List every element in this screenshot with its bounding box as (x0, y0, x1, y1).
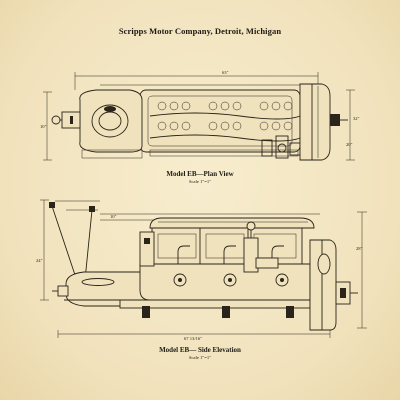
plan-view-title: Model EB—Plan View (166, 170, 234, 178)
side-dim-top: 10″ (110, 214, 117, 219)
plan-dim-left: 10″ (40, 124, 47, 129)
plan-view-scale: Scale 1″=1″ (188, 179, 212, 184)
plan-view-caption: Model EB—Plan View Scale 1″=1″ (0, 170, 400, 184)
plan-dim-overall: 63″ (222, 70, 229, 75)
side-dim-right: 28″ (356, 246, 363, 251)
document-title: Scripps Motor Company, Detroit, Michigan (118, 26, 282, 36)
side-elevation-title: Model EB— Side Elevation (159, 346, 241, 354)
plan-dim-right: 32″ (353, 116, 360, 121)
side-dim-left: 24″ (36, 258, 43, 263)
plan-dim-small: 20″ (346, 142, 353, 147)
side-elevation-scale: Scale 1″=1″ (188, 355, 212, 360)
side-elevation-caption: Model EB— Side Elevation Scale 1″=1″ (0, 346, 400, 360)
side-dim-overall: 67 13/16″ (184, 336, 202, 341)
